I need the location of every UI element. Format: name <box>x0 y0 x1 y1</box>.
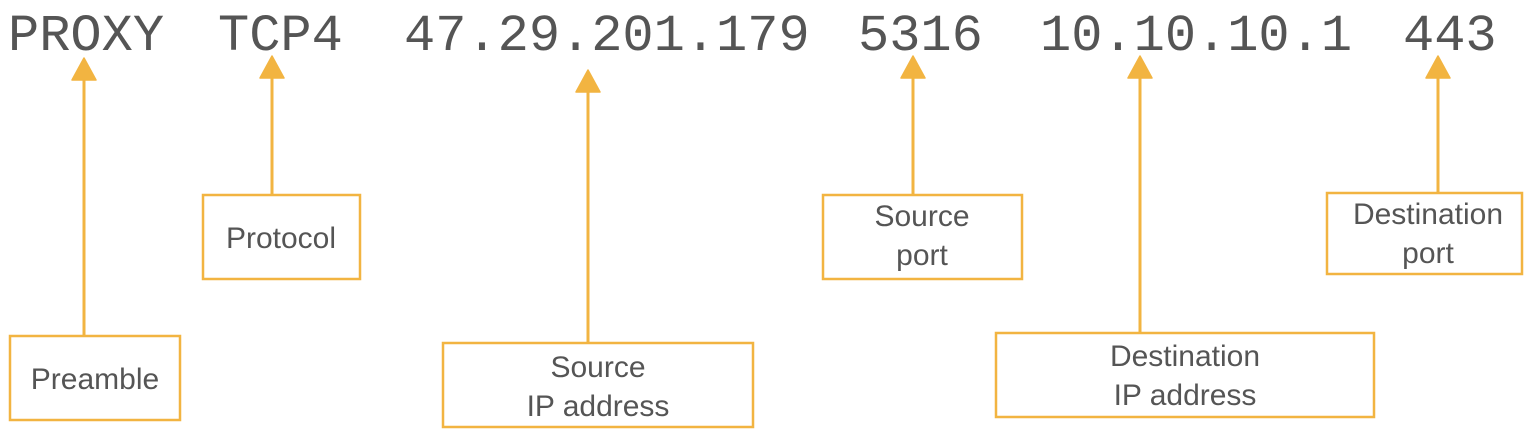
destination-ip-box <box>994 331 1376 419</box>
source-port-label-line1: Source <box>874 200 969 233</box>
destination-ip-label-line2: IP address <box>1114 379 1257 412</box>
token-source-port: 5316 <box>858 7 983 66</box>
source-port-annotation: Source port <box>821 55 1024 281</box>
token-source-ip: 47.29.201.179 <box>404 7 810 66</box>
destination-port-label-line2: port <box>1402 237 1454 270</box>
preamble-label: Preamble <box>31 363 159 396</box>
source-ip-label-line2: IP address <box>527 390 670 423</box>
destination-port-box <box>1325 191 1524 276</box>
protocol-label: Protocol <box>226 222 336 255</box>
token-preamble: PROXY <box>8 7 164 66</box>
source-ip-box <box>441 341 755 429</box>
token-destination-ip: 10.10.10.1 <box>1040 7 1352 66</box>
destination-port-arrow-head <box>1425 55 1451 79</box>
source-port-label-line2: port <box>896 239 948 272</box>
destination-port-annotation: Destination port <box>1325 55 1524 276</box>
source-ip-annotation: Source IP address <box>441 69 755 429</box>
preamble-box <box>8 334 182 422</box>
destination-ip-arrow-head <box>1127 55 1153 79</box>
protocol-arrow-head <box>259 55 285 79</box>
source-port-box <box>821 193 1024 281</box>
protocol-box <box>201 193 362 281</box>
source-ip-arrow-head <box>575 69 601 93</box>
protocol-annotation: Protocol <box>201 55 362 281</box>
source-port-arrow-head <box>900 55 926 79</box>
preamble-annotation: Preamble <box>8 57 182 422</box>
source-ip-label-line1: Source <box>550 351 645 384</box>
preamble-arrow-head <box>71 57 97 81</box>
destination-ip-annotation: Destination IP address <box>994 55 1376 419</box>
destination-port-label-line1: Destination <box>1353 198 1503 231</box>
token-protocol: TCP4 <box>218 7 343 66</box>
token-destination-port: 443 <box>1403 7 1497 66</box>
destination-ip-label-line1: Destination <box>1110 340 1260 373</box>
